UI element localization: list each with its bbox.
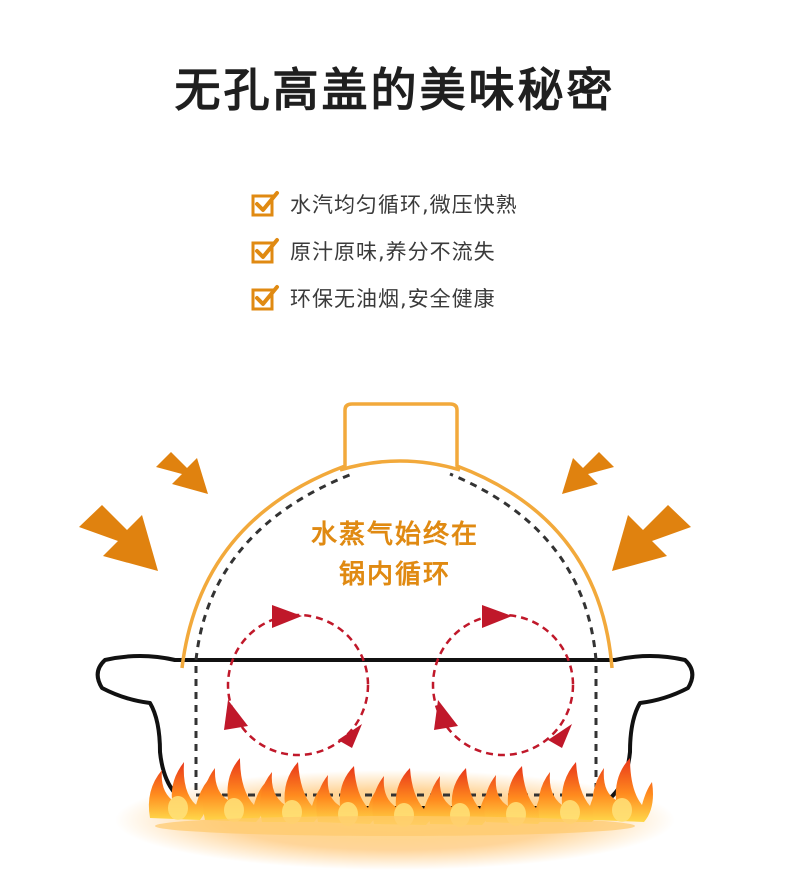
feature-text: 环保无油烟,安全健康 bbox=[290, 286, 496, 311]
steam-label-line: 锅内循环 bbox=[338, 560, 451, 590]
heat-arrow-icon bbox=[79, 505, 158, 571]
lid bbox=[180, 402, 614, 669]
check-icon bbox=[251, 237, 279, 263]
flame-icon bbox=[148, 758, 653, 825]
feature-item: 水汽均匀循环,微压快熟 bbox=[250, 180, 670, 227]
heat-arrow-icon bbox=[562, 452, 614, 494]
circulation-arrow-icon bbox=[224, 605, 572, 748]
feature-text: 水汽均匀循环,微压快熟 bbox=[290, 192, 518, 217]
check-icon bbox=[251, 284, 279, 310]
pot-illustration bbox=[79, 402, 695, 870]
steam-label-line: 水蒸气始终在 bbox=[310, 520, 479, 550]
feature-list: 水汽均匀循环,微压快熟 原汁原味,养分不流失 环保无油烟,安全健康 bbox=[250, 180, 670, 321]
page-title: 无孔高盖的美味秘密 bbox=[174, 63, 616, 117]
heat-base bbox=[155, 816, 635, 836]
steam-label: 水蒸气始终在 锅内循环 bbox=[290, 515, 500, 595]
feature-item: 原汁原味,养分不流失 bbox=[250, 227, 670, 274]
heat-arrow-icon bbox=[156, 452, 208, 494]
steam-circulation bbox=[226, 613, 575, 757]
feature-item: 环保无油烟,安全健康 bbox=[250, 274, 670, 321]
feature-text: 原汁原味,养分不流失 bbox=[290, 239, 496, 264]
heat-arrow-icon bbox=[612, 505, 691, 571]
check-icon bbox=[251, 190, 279, 216]
